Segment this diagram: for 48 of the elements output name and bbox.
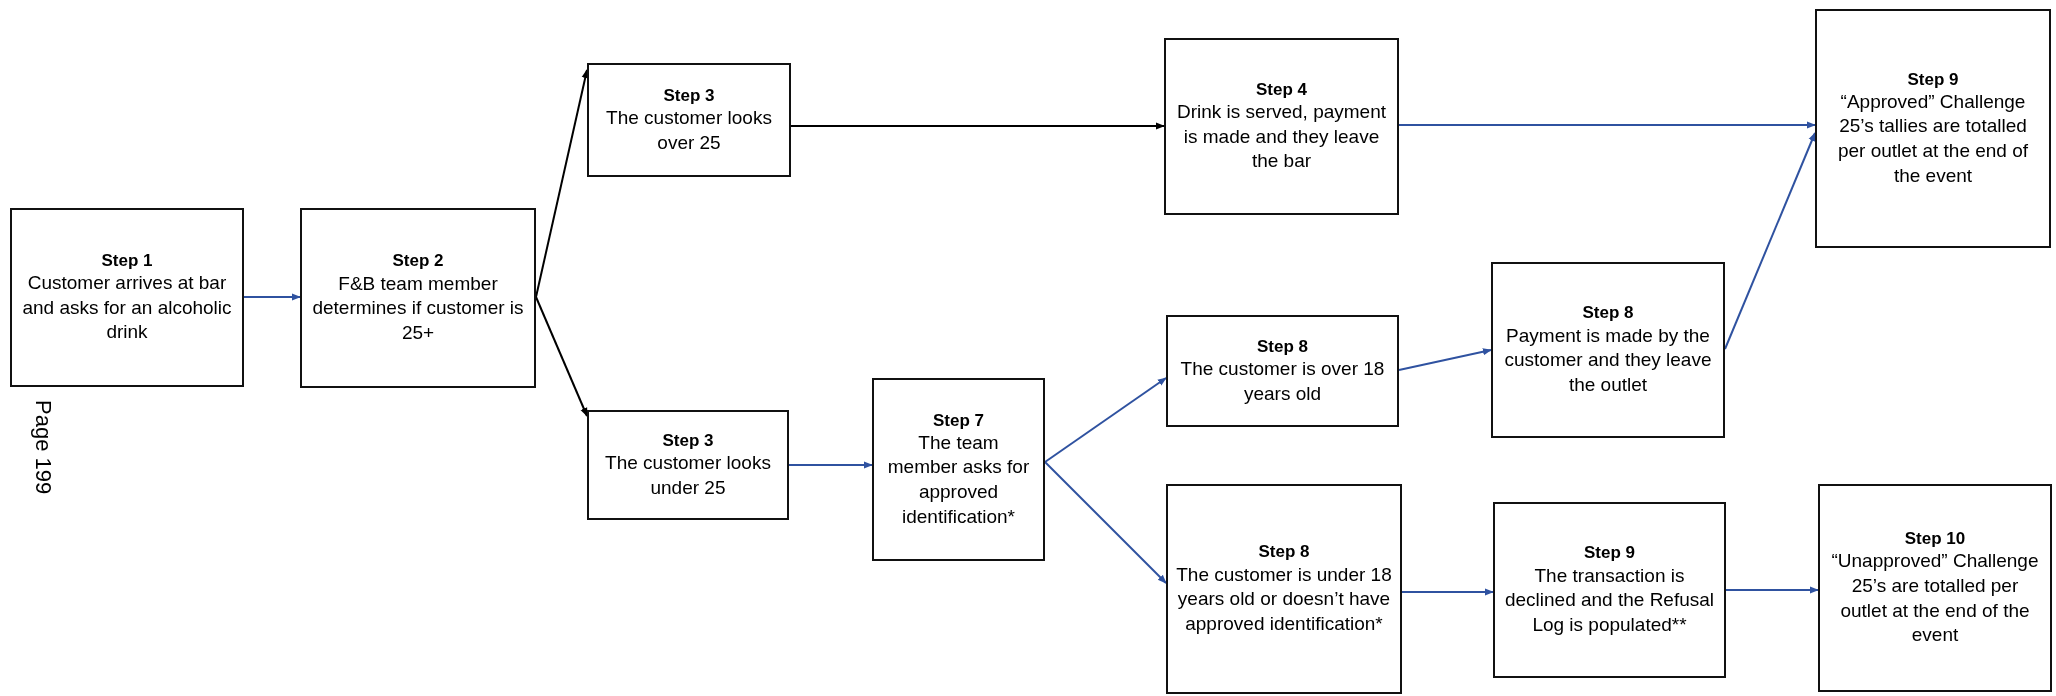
step-description: “Unapproved” Challenge 25’s are totalled per outlet at the end of the event (1830, 549, 2040, 648)
step-box (300, 208, 536, 388)
step-heading: Step 8 (1257, 335, 1308, 357)
step-box (1164, 38, 1399, 215)
page-number: Page 199 (30, 400, 56, 495)
arrow (1044, 461, 1167, 584)
step-description: Payment is made by the customer and they leave the outlet (1503, 323, 1713, 397)
step-box (872, 378, 1045, 561)
step-box (1815, 9, 2051, 248)
step-box (1818, 484, 2052, 692)
arrow (1724, 132, 1816, 350)
arrow (535, 296, 588, 417)
arrow (1398, 121, 1816, 129)
step-description: The customer looks over 25 (605, 105, 773, 155)
arrow (243, 293, 301, 301)
step-description: F&B team member determines if customer is 25+ (311, 271, 525, 345)
step-box (587, 410, 789, 520)
step-heading: Step 10 (1904, 528, 1966, 550)
arrow (1398, 348, 1492, 371)
step-box (1166, 315, 1399, 427)
step-heading: Step 9 (1584, 542, 1635, 564)
step-box (587, 63, 791, 177)
step-description: The transaction is declined and the Refusal Log is populated** (1503, 563, 1716, 637)
step-description: The customer looks under 25 (604, 450, 772, 500)
step-description: The customer is over 18 years old (1179, 356, 1386, 406)
step-box (1491, 262, 1725, 438)
step-description: Drink is served, payment is made and they leave the bar (1175, 100, 1388, 174)
step-heading: Step 8 (1258, 541, 1310, 563)
step-heading: Step 8 (1582, 302, 1634, 324)
arrow (1725, 586, 1819, 594)
step-heading: Step 7 (933, 409, 984, 431)
step-heading: Step 4 (1256, 78, 1307, 101)
step-box (1166, 484, 1402, 694)
arrow (790, 122, 1165, 130)
step-description: The team member asks for approved identification* (886, 430, 1031, 529)
step-box (1493, 502, 1726, 678)
arrow (788, 461, 873, 469)
step-description: “Approved” Challenge 25’s tallies are totalled per outlet at the end of the event (1836, 89, 2030, 188)
step-heading: Step 3 (663, 84, 715, 106)
step-heading: Step 2 (392, 250, 444, 272)
arrow (1401, 588, 1494, 596)
step-heading: Step 9 (1907, 68, 1959, 90)
step-heading: Step 3 (662, 429, 714, 451)
step-description: Customer arrives at bar and asks for an alcoholic drink (21, 271, 233, 345)
step-heading: Step 1 (101, 249, 153, 272)
arrow (1044, 377, 1167, 463)
step-box (10, 208, 244, 387)
step-description: The customer is under 18 years old or doesn’t have approved identification* (1176, 562, 1392, 636)
